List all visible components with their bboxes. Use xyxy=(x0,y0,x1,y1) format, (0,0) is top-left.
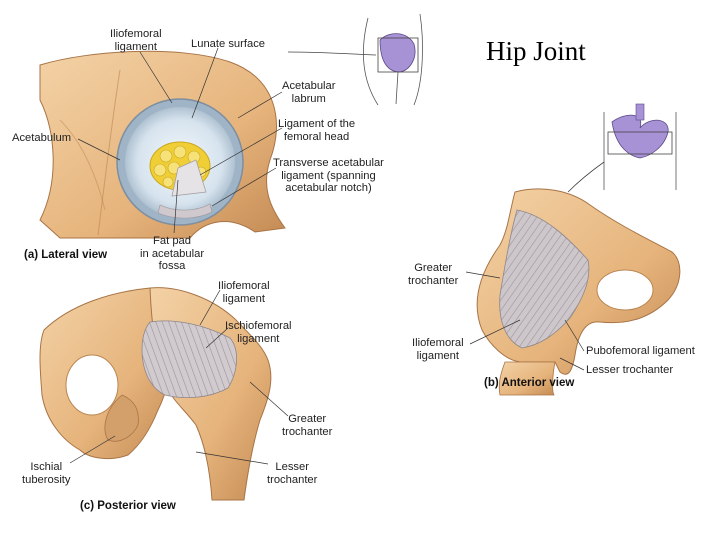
hip-location-thumbnail-2 xyxy=(567,103,677,193)
hip-location-thumbnail-1 xyxy=(287,13,423,106)
caption-anterior-view: (b) Anterior view xyxy=(484,377,574,389)
caption-posterior-letter: (c) xyxy=(80,500,95,512)
lateral-view-drawing xyxy=(14,47,290,245)
label-posterior-greater-trochanter: Greater trochanter xyxy=(282,413,333,438)
caption-lateral-text: Lateral view xyxy=(41,249,108,261)
label-lunate-surface: Lunate surface xyxy=(191,38,266,50)
anterior-ligaments xyxy=(499,209,590,349)
slide-title: Hip Joint xyxy=(486,36,586,66)
caption-lateral-view: (a) Lateral view xyxy=(24,249,107,261)
label-posterior-iliofemoral-ligament: Iliofemoral ligament xyxy=(218,280,270,305)
anterior-view-drawing xyxy=(465,188,681,396)
label-acetabulum: Acetabulum xyxy=(12,132,72,144)
label-ischial-tuberosity: Ischial tuberosity xyxy=(22,461,71,486)
transverse-acetabular-ligament xyxy=(157,203,213,219)
label-pubofemoral-ligament: Pubofemoral ligament xyxy=(586,345,695,357)
ischiofemoral-ligament xyxy=(141,320,237,399)
ligament-of-femoral-head xyxy=(171,159,207,197)
label-ligament-of-femoral-head: Ligament of the femoral head xyxy=(278,118,356,143)
caption-anterior-letter: (b) xyxy=(484,377,499,389)
caption-posterior-text: Posterior view xyxy=(97,500,176,512)
label-transverse-acetabular-ligament: Transverse acetabular ligament (spanning… xyxy=(273,157,384,194)
label-posterior-lesser-trochanter: Lesser trochanter xyxy=(267,461,318,486)
label-acetabular-labrum: Acetabular labrum xyxy=(282,80,336,105)
caption-lateral-letter: (a) xyxy=(24,249,39,261)
label-anterior-lesser-trochanter: Lesser trochanter xyxy=(586,364,674,376)
label-lateral-iliofemoral-ligament: Iliofemoral ligament xyxy=(110,28,162,53)
label-anterior-greater-trochanter: Greater trochanter xyxy=(408,262,459,287)
caption-anterior-text: Anterior view xyxy=(501,377,575,389)
obturator-foramen xyxy=(596,269,654,311)
caption-posterior-view: (c) Posterior view xyxy=(80,500,176,512)
label-ischiofemoral-ligament: Ischiofemoral ligament xyxy=(225,320,292,345)
posterior-view-drawing xyxy=(39,287,289,501)
label-fat-pad: Fat pad in acetabular fossa xyxy=(140,235,205,272)
label-anterior-iliofemoral-ligament: Iliofemoral ligament xyxy=(412,337,464,362)
posterior-obturator-foramen xyxy=(65,354,119,416)
